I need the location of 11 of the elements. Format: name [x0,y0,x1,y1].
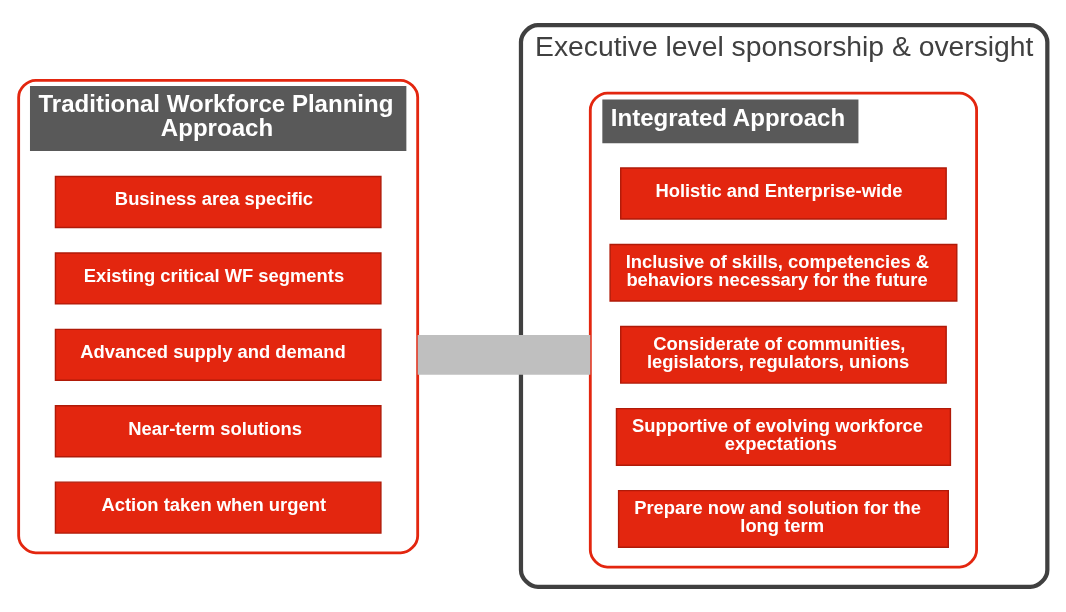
node-box: Existing critical WF segments [54,252,382,305]
node-box: Considerate of communities, legislators, regulators, unions [620,325,947,384]
node-box: Inclusive of skills, competencies & behaviors necessary for the future [609,243,958,302]
node-box: Prepare now and solution for the long term [617,489,949,548]
connector [417,335,591,375]
node-box: Holistic and Enterprise-wide [620,167,947,220]
node-box: Business area specific [54,175,382,229]
node-box: Supportive of evolving workforce expectations [615,407,952,466]
node-box: Action taken when urgent [54,481,382,534]
node-box: Near-term solutions [54,405,382,458]
node-box: Advanced supply and demand [54,328,382,381]
